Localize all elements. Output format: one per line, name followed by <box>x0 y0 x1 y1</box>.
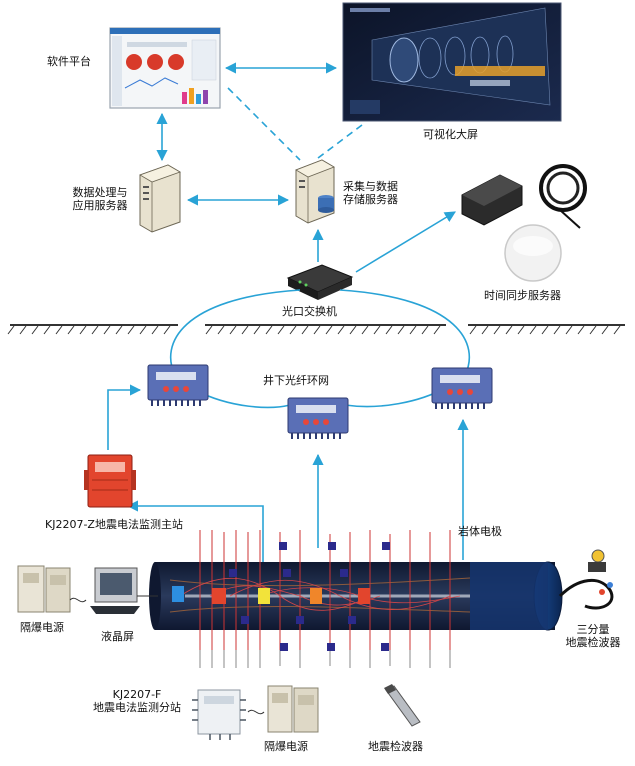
app-server-label-line1: 数据处理与 <box>72 186 128 199</box>
link-screen-storage-dashed <box>227 87 301 161</box>
app-server-label: 数据处理与 应用服务器 <box>60 186 140 212</box>
module-blue <box>172 586 184 602</box>
software-platform-label: 软件平台 <box>47 55 91 68</box>
fiber-ring <box>169 289 471 409</box>
storage-server-label-line1: 采集与数据 <box>343 180 398 193</box>
link-tunnel-mainstation <box>126 500 264 512</box>
storage-server-label-line2: 存储服务器 <box>343 193 398 206</box>
visualization-big-screen <box>342 2 562 122</box>
geophone-3c-label-line1: 三分量 <box>576 623 610 636</box>
explosion-power-bottom-label: 隔爆电源 <box>264 740 308 753</box>
ring-switch-box-1 <box>147 364 209 406</box>
big-screen-label: 可视化大屏 <box>423 128 478 141</box>
module-red-1 <box>212 588 226 604</box>
substation-label-line1: KJ2207-F <box>112 688 162 701</box>
module-yellow <box>258 588 270 604</box>
ring-switch-box-2 <box>287 397 349 439</box>
rock-electrode-label: 岩体电极 <box>458 525 502 538</box>
ring-switch-box-3 <box>431 367 493 409</box>
optical-switch-device <box>286 264 354 300</box>
software-platform-monitor <box>109 27 221 109</box>
substation-label-line2: 地震电法监测分站 <box>93 701 181 714</box>
lcd-screen-device <box>90 567 158 614</box>
time-sync-server-equipment <box>461 164 587 282</box>
geophone-markers <box>229 542 390 651</box>
explosion-power-left-label: 隔爆电源 <box>20 621 64 634</box>
substation-device <box>192 689 265 740</box>
fiber-ring-label: 井下光纤环网 <box>263 374 329 387</box>
geophone-3c-label: 三分量 地震检波器 <box>555 623 631 649</box>
storage-server-icon <box>295 159 335 224</box>
time-sync-server-label: 时间同步服务器 <box>484 289 561 302</box>
substation-label: KJ2207-F 地震电法监测分站 <box>82 688 192 714</box>
link-mainstation-box1 <box>107 384 142 450</box>
geophone-3c-device <box>558 549 614 610</box>
storage-server-label: 采集与数据 存储服务器 <box>343 180 398 206</box>
geophone-label: 地震检波器 <box>368 740 423 753</box>
geophone-3c-label-line2: 地震检波器 <box>565 636 621 649</box>
module-orange <box>310 588 322 604</box>
explosion-power-left-device <box>17 565 87 613</box>
explosion-power-bottom-device <box>267 685 319 733</box>
lcd-screen-label: 液晶屏 <box>101 630 134 643</box>
optical-switch-label: 光口交换机 <box>282 305 337 318</box>
main-station-label: KJ2207-Z地震电法监测主站 <box>45 518 183 531</box>
ground-surface <box>7 324 625 335</box>
link-switch-timesync <box>355 211 456 273</box>
link-storage-screen-dashed <box>317 124 363 159</box>
app-server-icon <box>139 164 181 233</box>
main-station-box <box>84 454 136 508</box>
module-red-2 <box>358 588 370 604</box>
app-server-label-line2: 应用服务器 <box>72 199 128 212</box>
geophone-device <box>384 684 421 727</box>
connection-lines <box>107 62 471 580</box>
